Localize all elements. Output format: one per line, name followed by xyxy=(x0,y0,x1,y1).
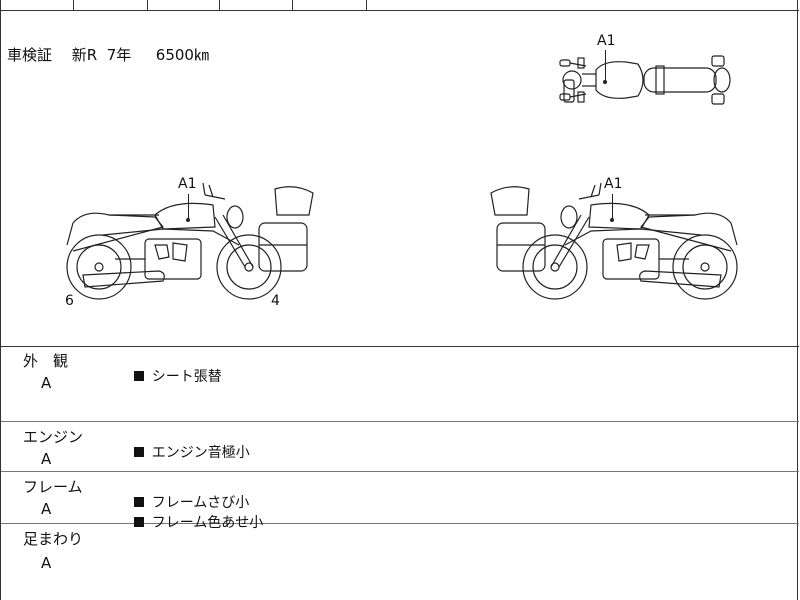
section-engine-title: エンジン xyxy=(23,428,84,446)
section-exterior-notes: シート張替 xyxy=(107,350,230,402)
vehicle-diagram-area: 車検証 新R 7年 6500㎞ A1 xyxy=(1,10,799,347)
section-engine: エンジン A エンジン音極小 xyxy=(1,422,799,472)
note-item: シート張替 xyxy=(133,366,222,386)
vehicle-certificate-info: 車検証 新R 7年 6500㎞ xyxy=(7,46,209,64)
left-view-damage-label: A1 xyxy=(178,176,197,192)
section-exterior-grade: A xyxy=(41,374,52,392)
motorcycle-left-view xyxy=(66,182,314,300)
motorcycle-right-view xyxy=(490,182,738,300)
right-view-pointer-dot xyxy=(610,218,614,222)
square-bullet-icon xyxy=(133,447,144,457)
left-view-number-6: 6 xyxy=(65,293,74,309)
motorcycle-top-view xyxy=(559,55,731,105)
section-frame-notes: フレームさび小 フレーム色あせ小 xyxy=(107,476,271,548)
square-bullet-icon xyxy=(133,497,144,507)
section-engine-notes: エンジン音極小 xyxy=(107,426,258,478)
section-engine-grade: A xyxy=(41,450,52,468)
note-item: エンジン音極小 xyxy=(133,442,250,462)
section-frame-grade: A xyxy=(41,500,52,518)
section-suspension: 足まわり A xyxy=(1,524,799,600)
right-view-damage-label: A1 xyxy=(604,176,623,192)
right-view-pointer-line xyxy=(612,194,613,220)
top-view-pointer-dot xyxy=(603,80,607,84)
top-view-damage-label: A1 xyxy=(597,33,616,49)
top-view-pointer-line xyxy=(605,50,606,82)
square-bullet-icon xyxy=(133,517,144,527)
section-suspension-grade: A xyxy=(41,554,52,572)
section-frame: フレーム A フレームさび小 フレーム色あせ小 xyxy=(1,472,799,531)
left-view-pointer-line xyxy=(188,194,189,220)
section-suspension-title: 足まわり xyxy=(23,530,84,548)
left-view-pointer-dot xyxy=(186,218,190,222)
section-frame-title: フレーム xyxy=(23,478,83,496)
note-item: フレームさび小 xyxy=(133,492,249,512)
section-exterior-title: 外 観 xyxy=(23,352,69,370)
note-item: フレーム色あせ小 xyxy=(133,512,263,532)
square-bullet-icon xyxy=(133,371,144,381)
left-view-number-4: 4 xyxy=(271,293,280,309)
top-table-strip xyxy=(1,0,799,11)
section-exterior: 外 観 A シート張替 xyxy=(1,346,799,422)
